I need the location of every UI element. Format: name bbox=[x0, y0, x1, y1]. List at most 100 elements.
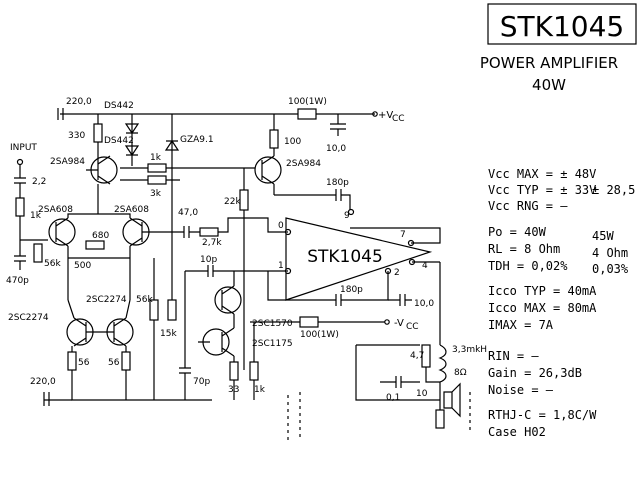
ic-outline-dashed bbox=[287, 392, 471, 440]
r-56k-mid-label: 56k bbox=[136, 295, 153, 305]
zener-gza91 bbox=[164, 139, 180, 151]
pin-7: 7 bbox=[400, 230, 406, 240]
cap-0-1 bbox=[380, 376, 420, 388]
vcc-pos-terminal bbox=[372, 111, 378, 117]
resistor-56-right bbox=[121, 351, 131, 371]
spec-vcc-max: Vcc MAX = ± 48V bbox=[488, 167, 596, 181]
r-4-7-label: 4,7 bbox=[410, 351, 424, 361]
d-ds442-a-label: DS442 bbox=[104, 101, 134, 111]
q-2sc1175-label: 2SC1175 bbox=[252, 339, 293, 349]
vcc-neg-sub: CC bbox=[406, 322, 419, 332]
spec-vcc-rng: Vcc RNG = – bbox=[488, 199, 568, 213]
zener-label: GZA9.1 bbox=[180, 135, 214, 145]
ic-label: STK1045 bbox=[307, 247, 383, 267]
resistor-100 bbox=[269, 129, 279, 149]
q-2sa984-right-label: 2SA984 bbox=[286, 159, 321, 169]
resistor-56k-input bbox=[33, 243, 43, 263]
d-ds442-b-label: DS442 bbox=[104, 136, 134, 146]
r-56-right-label: 56 bbox=[108, 358, 120, 368]
r-100-1w-top-label: 100(1W) bbox=[288, 97, 327, 107]
spec-case: Case H02 bbox=[488, 425, 546, 439]
r-100-label: 100 bbox=[284, 137, 301, 147]
spec-vcc-typ: Vcc TYP = ± 33V bbox=[488, 183, 596, 197]
wire-input bbox=[14, 216, 48, 270]
resistor-input-1k bbox=[15, 197, 25, 217]
transistor-2sa984-left-leads bbox=[86, 152, 111, 185]
spec-po-alt: 45W bbox=[592, 229, 614, 243]
c-47-label: 47,0 bbox=[178, 208, 198, 218]
wire-feedback bbox=[218, 217, 288, 233]
cap-10-top bbox=[330, 114, 346, 136]
function-title: POWER AMPLIFIER bbox=[480, 54, 618, 72]
c-220-label: 220,0 bbox=[66, 97, 92, 107]
resistor-3k bbox=[147, 175, 167, 185]
input-terminal bbox=[16, 158, 24, 166]
inductor-3-3mkh bbox=[438, 344, 447, 383]
r-2k7-label: 2,7k bbox=[202, 238, 222, 248]
q-2sc2274-left-label: 2SC2274 bbox=[8, 313, 49, 323]
l-label: 3,3mkH bbox=[452, 345, 487, 355]
title-box bbox=[487, 3, 637, 45]
spec-tdh: TDH = 0,02% bbox=[488, 259, 568, 273]
r-in-label: 1k bbox=[30, 211, 42, 221]
spec-rthjc: RTHJ-C = 1,8C/W bbox=[488, 408, 597, 422]
pin-1: 1 bbox=[278, 261, 284, 271]
spec-rl-alt: 4 Ohm bbox=[592, 246, 628, 260]
q-2sc2274-right-label: 2SC2274 bbox=[86, 295, 127, 305]
transistor-2sc1175-leads bbox=[198, 314, 235, 357]
spec-rin: RIN = – bbox=[488, 349, 539, 363]
r-680-label: 680 bbox=[92, 231, 109, 241]
spec-list: Vcc MAX = ± 48V Vcc TYP = ± 33V ± 28,5 V… bbox=[488, 167, 635, 439]
c-0-1-label: 0,1 bbox=[386, 393, 400, 403]
wire-mirror bbox=[67, 299, 131, 333]
resistor-1k-bot bbox=[249, 361, 259, 381]
diode-ds442-a bbox=[124, 123, 140, 135]
transistor-2sa608-left-leads bbox=[55, 217, 69, 247]
resistor-330 bbox=[93, 123, 103, 143]
cap-220-top bbox=[57, 108, 90, 120]
spec-vcc-typ-alt: ± 28,5 bbox=[592, 183, 635, 197]
r-1k-bot-label: 1k bbox=[254, 385, 266, 395]
cap-10p bbox=[185, 265, 288, 277]
resistor-15k bbox=[167, 299, 177, 321]
vcc-neg-label: -V bbox=[394, 318, 404, 329]
pin-9: 9 bbox=[344, 211, 350, 221]
resistor-22k bbox=[239, 189, 249, 211]
r-500-label: 500 bbox=[74, 261, 91, 271]
wire-inductor bbox=[425, 367, 441, 392]
r-3k-label: 3k bbox=[150, 189, 162, 199]
cap-220-bot bbox=[43, 392, 72, 406]
resistor-2k7 bbox=[199, 227, 219, 237]
c-10-top-label: 10,0 bbox=[326, 144, 346, 154]
wire-diff-collectors bbox=[67, 246, 131, 300]
transistor-2sc1570 bbox=[214, 286, 242, 314]
cap-10-bot bbox=[388, 294, 412, 306]
r-56k-label: 56k bbox=[44, 259, 61, 269]
c-180p-top-label: 180p bbox=[326, 178, 349, 188]
pin-2: 2 bbox=[394, 268, 400, 278]
resistor-100-1w-top bbox=[297, 108, 317, 120]
q-2sa984-left-label: 2SA984 bbox=[50, 157, 85, 167]
wire-1k-3k bbox=[120, 167, 255, 181]
q-2sc1570-label: 2SC1570 bbox=[252, 319, 293, 329]
wire-diff-pair bbox=[67, 184, 131, 218]
transistor-2sa608-right-leads bbox=[129, 217, 143, 247]
c-in-label: 2,2 bbox=[32, 177, 46, 187]
spec-po: Po = 40W bbox=[488, 225, 547, 239]
input-label: INPUT bbox=[10, 143, 37, 153]
transistor-2sc2274-right-leads bbox=[113, 317, 127, 347]
transistor-2sc2274-left-leads bbox=[73, 317, 87, 347]
spec-tdh-alt: 0,03% bbox=[592, 262, 629, 276]
pin-0: 0 bbox=[278, 221, 284, 231]
transistor-2sa984-right bbox=[254, 156, 282, 184]
vcc-pos-label: +V bbox=[378, 110, 393, 121]
pin-4: 4 bbox=[422, 261, 428, 271]
spec-rl: RL = 8 Ohm bbox=[488, 242, 560, 256]
q-2sa608-left-label: 2SA608 bbox=[38, 205, 73, 215]
c-70p-label: 70p bbox=[193, 377, 210, 387]
speaker-label: 8Ω bbox=[454, 368, 467, 378]
spec-gain: Gain = 26,3dB bbox=[488, 366, 582, 380]
transistor-2sc1570-leads bbox=[221, 271, 235, 315]
cap-47 bbox=[142, 226, 200, 238]
